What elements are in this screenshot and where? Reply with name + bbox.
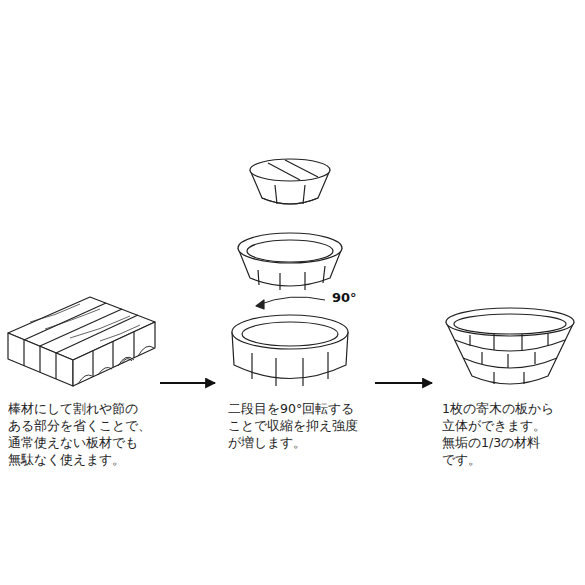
step-caption: 二段目を90°回転する ことで収縮を抑え強度 が増します。 xyxy=(228,400,380,451)
bowl-lid xyxy=(250,159,330,204)
process-step: 棒材にして割れや節の ある部分を省くことで、 通常使えない板材でも 無駄なく使え… xyxy=(2,150,160,480)
bottom-ring xyxy=(232,315,348,386)
rotation-arrow xyxy=(256,297,325,309)
step-caption: 1枚の寄木の板から 立体ができます。 無垢の1/3の材料 です。 xyxy=(442,400,572,468)
angle-label: 90° xyxy=(332,290,357,305)
flow-arrow xyxy=(375,382,432,384)
process-step: 二段目を90°回転する ことで収縮を抑え強度 が増します。 xyxy=(215,150,375,480)
middle-ring xyxy=(238,233,342,290)
flow-arrow xyxy=(160,382,215,384)
process-step: 1枚の寄木の板から 立体ができます。 無垢の1/3の材料 です。 xyxy=(432,150,582,480)
step-caption: 棒材にして割れや節の ある部分を省くことで、 通常使えない板材でも 無駄なく使え… xyxy=(8,400,160,468)
board-block xyxy=(8,297,155,386)
finished-bowl xyxy=(446,308,574,384)
